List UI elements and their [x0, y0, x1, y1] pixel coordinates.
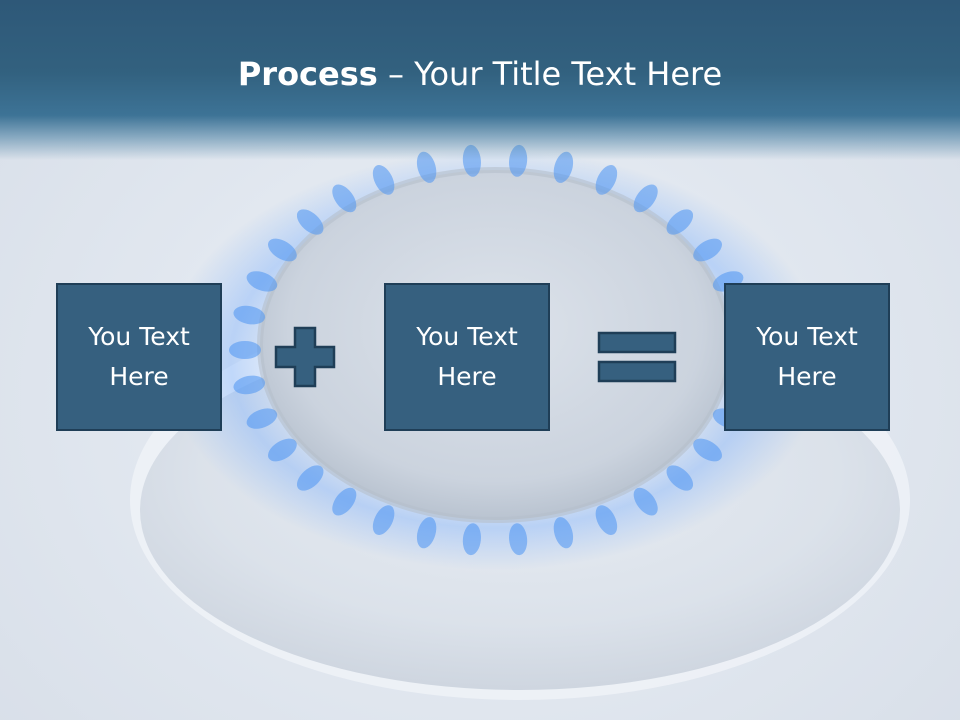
- flame-tongue: [693, 438, 723, 462]
- flame-tongue: [332, 487, 357, 516]
- flame-tongue: [267, 238, 297, 262]
- flame-tongue: [233, 305, 266, 325]
- flame-tongue: [233, 375, 266, 395]
- equals-icon: [597, 331, 677, 383]
- flame-tongue: [553, 517, 574, 549]
- flame-tongue: [332, 184, 357, 213]
- flame-tongue: [595, 165, 618, 195]
- flame-tongue: [296, 465, 324, 491]
- flame-tongue: [633, 184, 658, 213]
- title-rest-text: – Your Title Text Here: [377, 55, 723, 93]
- flame-tongue: [693, 238, 723, 262]
- flame-tongue: [633, 487, 658, 516]
- flame-tongue: [416, 517, 437, 549]
- flame-tongue: [246, 271, 278, 292]
- text-box-3-label: You Text Here: [756, 322, 858, 391]
- flame-tongue: [296, 209, 324, 235]
- text-box-2-label: You Text Here: [416, 322, 518, 391]
- text-box-1-label: You Text Here: [88, 322, 190, 391]
- flame-tongue: [666, 209, 694, 235]
- title-bold-text: Process: [237, 55, 378, 93]
- header-band: Process – Your Title Text Here: [0, 0, 960, 160]
- flame-tongue: [509, 523, 528, 556]
- text-box-1[interactable]: You Text Here: [56, 283, 222, 431]
- flame-tongue: [372, 505, 395, 535]
- flame-tongue: [462, 523, 481, 556]
- flame-tongue: [372, 165, 395, 195]
- slide-title: Process – Your Title Text Here: [0, 52, 960, 96]
- text-box-2[interactable]: You Text Here: [384, 283, 550, 431]
- plus-icon: [274, 326, 336, 388]
- flame-tongue: [595, 505, 618, 535]
- flame-tongue: [229, 341, 261, 359]
- flame-tongue: [666, 465, 694, 491]
- flame-tongue: [246, 408, 278, 429]
- flame-tongue: [267, 438, 297, 462]
- text-box-3[interactable]: You Text Here: [724, 283, 890, 431]
